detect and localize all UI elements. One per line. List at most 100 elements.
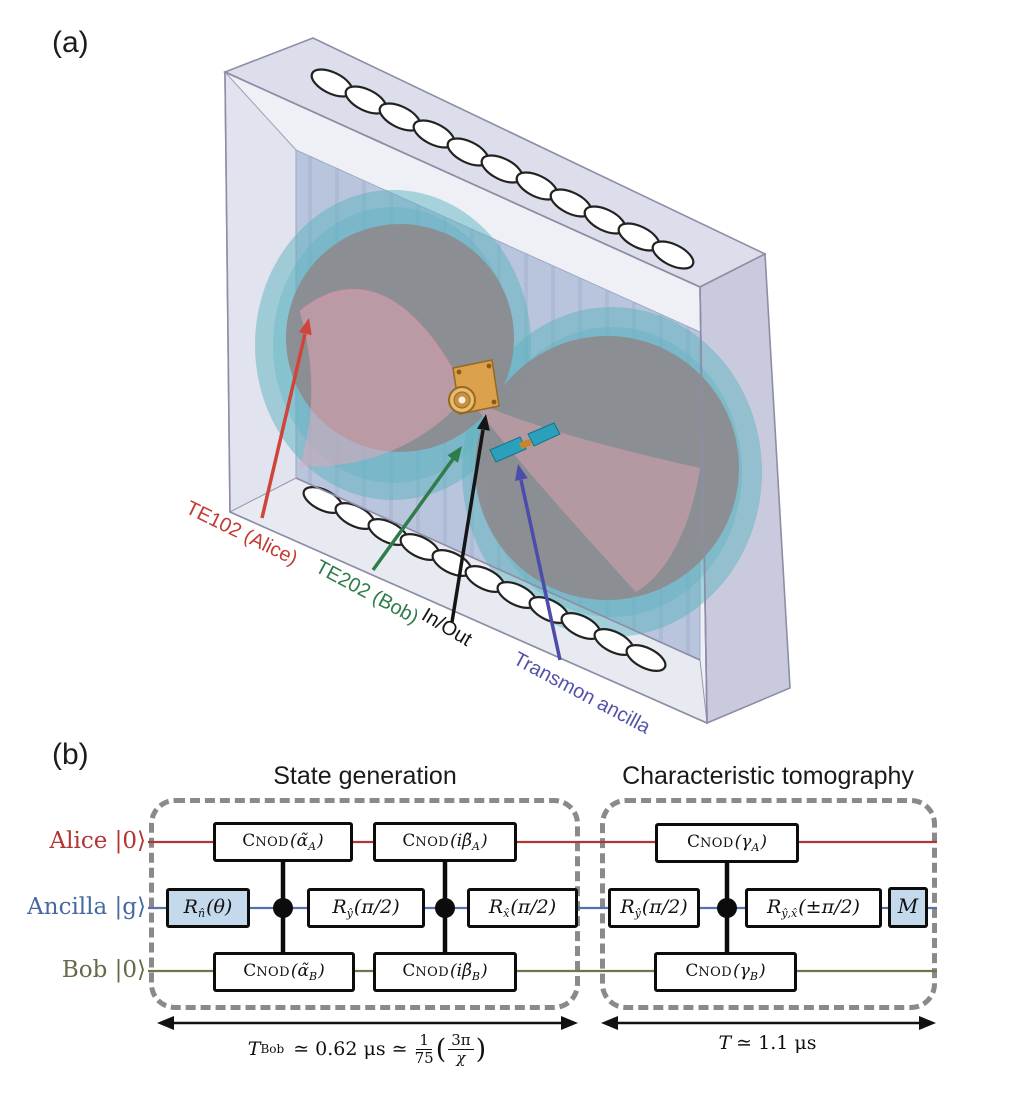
gate-label-part: ŷ,x̂ [781, 907, 798, 920]
pink-mode-lobe-left [300, 289, 466, 467]
fraction-numerator: 3π [448, 1032, 474, 1050]
gate-label-part: C [686, 832, 700, 852]
gate-cnod-alphaB: CNOD(α̃B) [213, 952, 355, 992]
circuit-graphics [148, 840, 937, 1030]
bob-wire-label: Bob |0⟩ [0, 957, 146, 983]
gate-label-part: M [897, 894, 919, 918]
gate-label-part: R [488, 896, 504, 918]
gate-label-part: (θ) [206, 896, 233, 918]
gate-ryx-pmpi2: Rŷ,x̂(±π/2) [745, 888, 882, 928]
gate-label-part: ŷ [634, 907, 641, 920]
gate-label-part: A [471, 840, 480, 853]
gate-label-part: n̂ [197, 907, 206, 920]
fraction-numerator: 1 [416, 1032, 432, 1050]
gate-label-part: (iβ̃ [450, 961, 472, 981]
inout-arrowhead [477, 414, 490, 431]
gate-label-part: NOD [699, 836, 734, 851]
pink-mode-edge [299, 288, 468, 397]
gate-label-part: R [620, 896, 635, 918]
state-generation-title: State generation [273, 762, 457, 790]
transmon-arrowhead [515, 464, 528, 481]
pink-mode-lobe-right [470, 400, 700, 592]
gate-label-part: A [308, 840, 317, 853]
gate-label-part: (γ [734, 832, 752, 852]
timing-value: ≃ 1.1 μs [736, 1032, 817, 1054]
transmon-arrow [519, 479, 562, 661]
wire-name: Bob [61, 957, 115, 983]
gate-label-part: R [183, 896, 198, 918]
gate-label-part: C [242, 831, 256, 851]
gate-ry-pi2-2: Rŷ(π/2) [608, 888, 700, 928]
gate-label-part: (π/2) [510, 896, 557, 918]
control-dot-1 [273, 898, 293, 918]
gate-label-part: C [402, 831, 416, 851]
gate-label-part: ŷ [346, 907, 353, 920]
wire-ket: |0⟩ [114, 957, 146, 983]
wire-name: Ancilla [27, 894, 115, 920]
gate-label-part: NOD [698, 965, 733, 980]
gate-label-part: (α̃ [289, 831, 309, 851]
wire-name: Alice [49, 828, 115, 854]
alice-arrowhead [299, 318, 312, 336]
gate-label-part: ) [317, 831, 324, 851]
gate-label-part: NOD [415, 835, 450, 850]
mode-circle-right [475, 336, 739, 600]
panel-b-label: (b) [52, 738, 89, 771]
gate-ry-pi2-1: Rŷ(π/2) [307, 888, 425, 928]
gate-label-part: B [471, 970, 481, 983]
gate-label-part: NOD [415, 965, 450, 980]
panel-a-label: (a) [52, 26, 89, 59]
gate-label-part: (iβ̃ [450, 831, 472, 851]
bob-arrow [371, 457, 455, 572]
gate-label-part: ) [481, 961, 488, 981]
duration-arrows [157, 1016, 936, 1030]
alice-wire-label: Alice |0⟩ [0, 828, 147, 854]
gate-label-part: ) [318, 961, 325, 981]
tomography-box [600, 798, 937, 1010]
gate-label-part: (π/2) [353, 896, 400, 918]
gate-label-part: ) [758, 961, 766, 981]
tomography-title: Characteristic tomography [622, 762, 914, 790]
gate-label-part: (α̃ [290, 961, 310, 981]
gate-label-part: (±π/2) [798, 896, 860, 918]
gate-cnod-gammaB: CNOD(γB) [654, 952, 797, 992]
control-dot-3 [717, 898, 737, 918]
cavity-3d-render [222, 37, 791, 725]
gate-label-part: NOD [255, 835, 289, 850]
gate-label-part: ) [480, 831, 488, 851]
gate-label-part: B [309, 970, 318, 983]
transmon-chip [489, 422, 561, 463]
cavity-edges [224, 71, 708, 724]
gate-label-part: (γ [733, 961, 750, 981]
gate-label-part: A [751, 841, 760, 854]
gate-label-part: (π/2) [641, 896, 688, 918]
gate-cnod-gammaA: CNOD(γA) [655, 823, 799, 863]
gate-label-part: x̂ [503, 907, 510, 920]
open-paren: ( [435, 1033, 447, 1065]
t-duration-label: T ≃ 1.1 μs [640, 1032, 900, 1054]
timing-value: ≃ 0.62 μs ≃ [293, 1038, 408, 1060]
alice-arrow [260, 333, 307, 519]
gate-label-part: C [402, 961, 416, 981]
timing-subscript: Bob [260, 1042, 285, 1056]
gate-label-part: R [332, 896, 347, 918]
timing-symbol: T [247, 1038, 261, 1060]
sma-connector [448, 359, 500, 415]
gate-label-part: R [767, 896, 782, 918]
annotation-arrows [260, 318, 562, 661]
gate-measurement: M [888, 887, 928, 928]
gate-label-part: NOD [256, 965, 290, 980]
gate-cnod-ibetaA: CNOD(iβ̃A) [373, 822, 517, 862]
gate-rx-pi2: Rx̂(π/2) [467, 888, 578, 928]
gate-label-part: B [749, 970, 758, 983]
control-dot-2 [435, 898, 455, 918]
ancilla-wire-label: Ancilla |g⟩ [0, 894, 146, 920]
wire-ket: |g⟩ [114, 894, 146, 920]
bob-arrowhead [447, 446, 462, 463]
inout-arrow [450, 429, 485, 623]
fraction-denominator: 75 [414, 1048, 434, 1067]
fraction-denominator: χ [456, 1048, 466, 1067]
